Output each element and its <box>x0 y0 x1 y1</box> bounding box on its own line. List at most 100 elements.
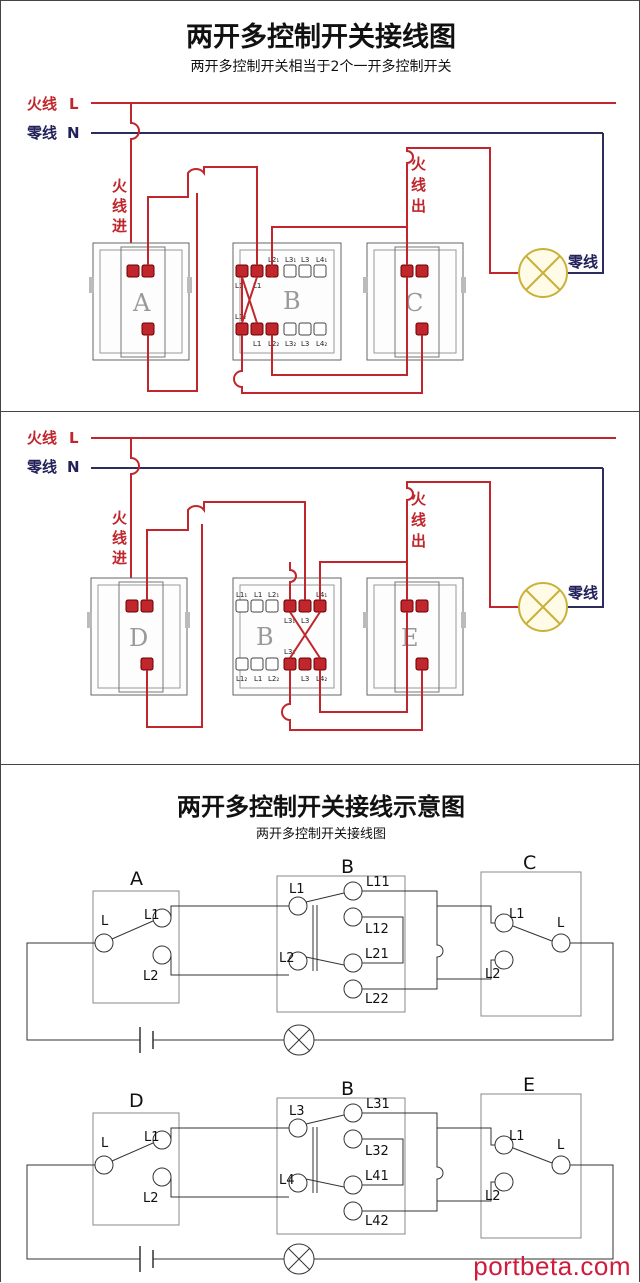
live-letter: L <box>69 95 79 113</box>
live-out-char-2: 线 <box>411 511 426 529</box>
live-out-char-2: 线 <box>411 176 426 194</box>
d-L-label: L <box>101 1136 109 1151</box>
switch-C-body <box>366 242 464 361</box>
b-in2-label: L2 <box>279 951 295 966</box>
schematic-title: 两开多控制开关接线示意图 <box>177 793 465 821</box>
switch-B-bottom-terminals <box>235 657 327 671</box>
switch-A-name: A <box>130 868 143 890</box>
b-label-top-3: L2₁ <box>268 591 279 599</box>
a-L1-label: L1 <box>144 908 160 923</box>
b-label-top-5: L3 <box>301 256 309 264</box>
page-title: 两开多控制开关接线图 <box>186 22 456 53</box>
neutral-letter: N <box>67 458 80 476</box>
c-L1-label: L1 <box>509 907 525 922</box>
schematic-subtitle: 两开多控制开关接线图 <box>255 827 386 842</box>
lamp-neutral-label: 零线 <box>567 253 598 271</box>
b-out3-label: L21 <box>365 947 389 962</box>
live-out-char-1: 火 <box>411 490 427 508</box>
live-letter: L <box>69 429 79 447</box>
switch-B-body <box>232 577 342 696</box>
switch-A-letter: A <box>132 289 151 317</box>
neutral-to-lamp-wire <box>567 133 604 274</box>
wiring-diagram-2: 火线 L 零线 N 火 线 进 D <box>26 429 616 731</box>
switch-E-name: E <box>523 1074 535 1096</box>
switch-E-body <box>366 577 464 696</box>
lamp-icon <box>518 582 568 632</box>
live-in-wire <box>130 103 140 263</box>
live-in-char-3: 进 <box>112 217 127 235</box>
live-in-char-1: 火 <box>112 509 128 527</box>
b-label-bot-4: L3₂ <box>284 648 295 656</box>
red-wiring-2 <box>146 481 519 731</box>
neutral-letter: N <box>67 124 80 142</box>
b-label-bot-3: L2₂ <box>268 675 279 683</box>
b-in1-label: L1 <box>289 882 305 897</box>
wiring-diagram-1: 火线 L 零线 N 火 线 进 A <box>26 95 616 394</box>
live-label: 火线 <box>27 429 57 447</box>
c-L2-label: L2 <box>485 967 501 982</box>
b-out4-label: L22 <box>365 992 389 1007</box>
panel-wiring-photo-top: 两开多控制开关接线图 两开多控制开关相当于2个一开多控制开关 火线 L 零线 N… <box>0 0 640 412</box>
b-label-top-4: L3₁ <box>284 617 295 625</box>
switch-B-letter: B <box>256 623 274 651</box>
panel-schematic: 两开多控制开关接线示意图 两开多控制开关接线图 <box>0 764 640 1282</box>
b-label-top-3: L2₁ <box>268 256 279 264</box>
d-L2-label: L2 <box>143 1191 159 1206</box>
switch-B-bottom-terminals <box>235 322 327 336</box>
page-subtitle: 两开多控制开关相当于2个一开多控制开关 <box>190 59 452 75</box>
b-label-top-6: L4₁ <box>316 256 327 264</box>
b-label-top-2: L1 <box>254 591 262 599</box>
switch-D-letter: D <box>129 624 148 652</box>
b-label-top-4: L3₁ <box>285 256 296 264</box>
switch-B-top-terminals <box>235 264 327 278</box>
b-out5-label: L31 <box>366 1097 390 1112</box>
schematic-bottom <box>26 1093 614 1275</box>
switch-B-letter: B <box>283 287 301 315</box>
switch-B-body <box>232 242 342 361</box>
switch-B-name-bottom: B <box>341 1078 354 1100</box>
b-label-top-5: L3 <box>301 617 309 625</box>
watermark: portbeta.com <box>473 1251 631 1281</box>
live-out-char-3: 出 <box>411 532 426 550</box>
red-wiring-1 <box>147 147 519 394</box>
neutral-to-lamp-wire <box>567 468 604 608</box>
switch-D-body <box>90 577 188 696</box>
live-in-char-1: 火 <box>112 177 128 195</box>
b-label-bot-5: L3 <box>301 675 309 683</box>
b-label-bot-3: L2₂ <box>268 340 279 348</box>
b-label-bot-2: L1 <box>254 675 262 683</box>
a-L-label: L <box>101 914 109 929</box>
b-out2-label: L12 <box>365 922 389 937</box>
live-in-wire <box>130 438 140 599</box>
b-label-top-1: L1₁ <box>236 591 247 599</box>
neutral-label: 零线 <box>26 124 57 142</box>
switch-B-name-top: B <box>341 856 354 878</box>
b-out8-label: L42 <box>365 1214 389 1229</box>
switch-C-letter: C <box>405 289 423 317</box>
live-in-char-2: 线 <box>112 197 127 215</box>
b-label-top-6: L4₁ <box>316 591 327 599</box>
b-label-bot-1: L1₂ <box>236 675 247 683</box>
e-L-label: L <box>557 1138 565 1153</box>
switch-A-body <box>92 242 190 361</box>
b-out6-label: L32 <box>365 1144 389 1159</box>
live-out-char-3: 出 <box>411 197 426 215</box>
b-label-bot-2: L1 <box>253 340 261 348</box>
b-label-bot-5: L3 <box>301 340 309 348</box>
switch-C-name: C <box>523 852 536 874</box>
schematic-top <box>26 871 614 1056</box>
neutral-label: 零线 <box>26 458 57 476</box>
e-L2-label: L2 <box>485 1189 501 1204</box>
terminal-A-L <box>126 264 140 278</box>
b-in3-label: L3 <box>289 1104 305 1119</box>
c-L-label: L <box>557 916 565 931</box>
terminal-A-L1 <box>141 264 155 278</box>
e-L1-label: L1 <box>509 1129 525 1144</box>
b-label-bot-1: L1₂ <box>235 313 246 321</box>
live-label: 火线 <box>27 95 57 113</box>
terminal-A-L2 <box>141 322 155 336</box>
b-out1-label: L11 <box>366 875 390 890</box>
b-label-top-1: L1₁ <box>235 282 246 290</box>
b-label-bot-6: L4₂ <box>316 340 327 348</box>
switch-D-name: D <box>129 1090 144 1112</box>
